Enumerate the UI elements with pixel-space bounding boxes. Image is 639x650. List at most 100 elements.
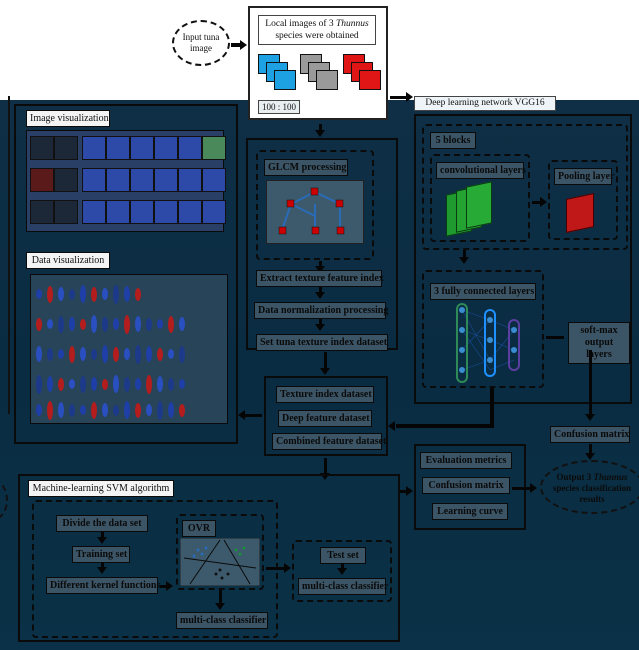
arrow-training-kernel bbox=[101, 562, 104, 568]
svm-title: Machine-learning SVM algorithm bbox=[28, 480, 174, 497]
violin-glyph bbox=[47, 285, 53, 303]
violin-glyph bbox=[102, 316, 108, 332]
violin-glyph bbox=[179, 345, 185, 363]
arrow-divide-training bbox=[101, 532, 104, 538]
violin-glyph bbox=[113, 284, 119, 304]
extract-texture-step: Extract texture feature index bbox=[256, 270, 384, 287]
arrowhead-to-datasets bbox=[320, 368, 330, 375]
violin-glyph bbox=[80, 405, 86, 415]
ovr-label: OVR bbox=[182, 520, 216, 537]
image-thumbnail bbox=[178, 136, 202, 160]
violin-glyph bbox=[157, 376, 163, 392]
arrow-test-multi bbox=[341, 563, 344, 569]
violin-glyph bbox=[124, 314, 130, 334]
image-thumbnail bbox=[82, 168, 106, 192]
arrow-glcm-2 bbox=[319, 287, 322, 293]
violin-glyph bbox=[135, 344, 141, 364]
violin-glyph bbox=[80, 375, 86, 393]
image-thumbnail bbox=[202, 200, 226, 224]
left-edge-marker bbox=[0, 96, 10, 414]
image-thumbnail bbox=[30, 200, 54, 224]
arrowhead-kernel-ovr bbox=[166, 581, 173, 591]
violin-glyph bbox=[113, 318, 119, 330]
violin-glyph bbox=[146, 346, 152, 362]
softmax-label: soft-max output layers bbox=[568, 322, 630, 364]
violin-glyph bbox=[80, 318, 86, 330]
normalization-step: Data normalization processing bbox=[254, 302, 388, 319]
violin-glyph bbox=[168, 315, 174, 333]
violin-glyph bbox=[69, 288, 75, 300]
local-images-size: 100 : 100 bbox=[258, 100, 300, 114]
violin-glyph bbox=[69, 403, 75, 417]
violin-glyph bbox=[124, 401, 130, 419]
pooling-layer-label: Pooling layer bbox=[554, 168, 614, 185]
arrowhead-datasets-svm bbox=[320, 473, 330, 480]
violin-glyph bbox=[36, 317, 42, 331]
input-label: Input tuna image bbox=[182, 32, 220, 53]
arrow-to-vgg bbox=[390, 96, 408, 99]
arrow-kernel-ovr bbox=[160, 585, 168, 588]
violin-glyph bbox=[58, 377, 64, 391]
arrow-deep-down bbox=[490, 388, 494, 426]
image-thumbnail bbox=[178, 200, 202, 224]
arrow-to-fc bbox=[463, 250, 466, 258]
arrowhead-test-multi bbox=[337, 568, 347, 575]
violin-glyph bbox=[47, 347, 53, 361]
arrowhead-svm-eval bbox=[406, 486, 413, 496]
glcm-tree bbox=[278, 187, 345, 235]
image-thumbnail bbox=[202, 136, 226, 160]
violin-glyph bbox=[102, 288, 108, 300]
image-thumbnail bbox=[54, 136, 78, 160]
arrow-glcm-3 bbox=[319, 319, 322, 325]
arrow-to-datasets bbox=[324, 352, 327, 368]
fc-layers-box bbox=[422, 270, 544, 388]
violin-glyph bbox=[146, 404, 152, 416]
violin-glyph bbox=[135, 378, 141, 390]
image-thumbnail bbox=[154, 200, 178, 224]
input-node bbox=[172, 20, 230, 66]
arrowhead-eval-output bbox=[530, 483, 537, 493]
violin-glyph bbox=[124, 286, 130, 302]
arrowhead-to-visualization bbox=[238, 410, 245, 420]
violin-glyph bbox=[168, 402, 174, 418]
test-set-box bbox=[292, 540, 392, 602]
arrow-datasets-svm bbox=[324, 458, 327, 474]
violin-glyph bbox=[80, 285, 86, 303]
arrowhead-input bbox=[240, 40, 247, 50]
arrowhead-to-fc bbox=[459, 257, 469, 264]
arrowhead-training-kernel bbox=[97, 567, 107, 574]
arrow-glcm-1 bbox=[319, 261, 322, 267]
vgg-label: Deep learning network VGG16 bbox=[414, 96, 556, 111]
violin-glyph bbox=[102, 403, 108, 417]
test-set: Test set bbox=[320, 547, 366, 564]
violin-glyph bbox=[58, 349, 64, 359]
conv-layers-box bbox=[430, 154, 530, 242]
violin-glyph bbox=[179, 379, 185, 389]
violin-glyph bbox=[102, 378, 108, 390]
violin-glyph bbox=[124, 376, 130, 392]
visualization-panel bbox=[14, 104, 238, 444]
violin-glyph bbox=[91, 315, 97, 333]
arrowhead-divide-training bbox=[97, 537, 107, 544]
violin-glyph bbox=[113, 375, 119, 393]
vgg-5-blocks: 5 blocks bbox=[430, 132, 476, 149]
violin-glyph bbox=[47, 319, 53, 329]
deep-feature-dataset: Deep feature dataset bbox=[278, 410, 372, 427]
combined-feature-dataset: Combined feature dataset bbox=[272, 433, 386, 450]
glcm-processing-box bbox=[256, 150, 374, 260]
image-thumbnail bbox=[202, 168, 226, 192]
violin-glyph bbox=[157, 319, 163, 329]
violin-glyph bbox=[36, 346, 42, 362]
ovr-box bbox=[176, 514, 264, 590]
violin-glyph bbox=[58, 287, 64, 301]
output-text-1: Output 3 bbox=[556, 472, 592, 482]
violin-glyph bbox=[146, 317, 152, 331]
arrow-eval-output bbox=[512, 487, 532, 490]
arrowhead-deep bbox=[388, 421, 395, 431]
training-set: Training set bbox=[72, 546, 130, 563]
violin-glyph bbox=[113, 346, 119, 362]
violin-glyph bbox=[36, 289, 42, 299]
arrowhead-vgg bbox=[406, 92, 413, 102]
violin-glyph bbox=[124, 348, 130, 360]
